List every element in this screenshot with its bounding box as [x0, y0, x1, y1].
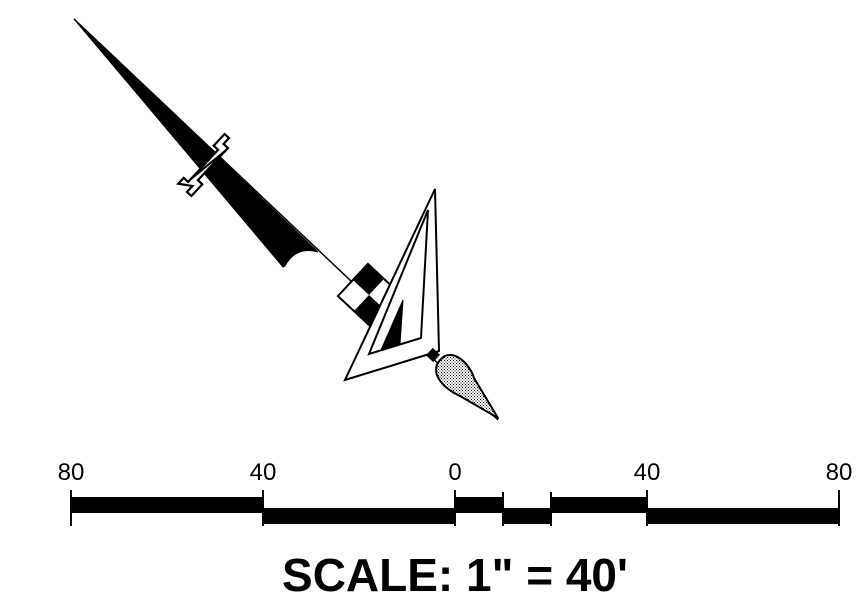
plumb-bob-icon — [425, 347, 499, 419]
scale-segment — [551, 497, 647, 513]
scale-tick-label: 0 — [448, 459, 461, 486]
scale-tick-label: 80 — [58, 459, 85, 486]
scale-tick-label: 80 — [826, 459, 853, 486]
north-arrow-blade — [73, 18, 319, 268]
triangle-ruler-icon — [343, 188, 441, 382]
scale-segments — [71, 497, 839, 524]
scale-tick-label: 40 — [634, 459, 661, 486]
scale-tick-label: 40 — [250, 459, 277, 486]
scale-title: SCALE: 1" = 40' — [282, 549, 628, 601]
scale-tick-labels: 80 40 0 40 80 — [58, 459, 853, 486]
scale-segment — [503, 508, 551, 524]
scale-segment — [647, 508, 839, 524]
north-arrow-icon — [73, 18, 499, 421]
scale-segment — [455, 497, 503, 513]
scale-segment — [263, 508, 455, 524]
scale-segment — [71, 497, 263, 513]
north-letter-icon — [176, 132, 231, 198]
scale-bar: 80 40 0 40 80 SCALE: 1" = 40' — [58, 459, 853, 601]
